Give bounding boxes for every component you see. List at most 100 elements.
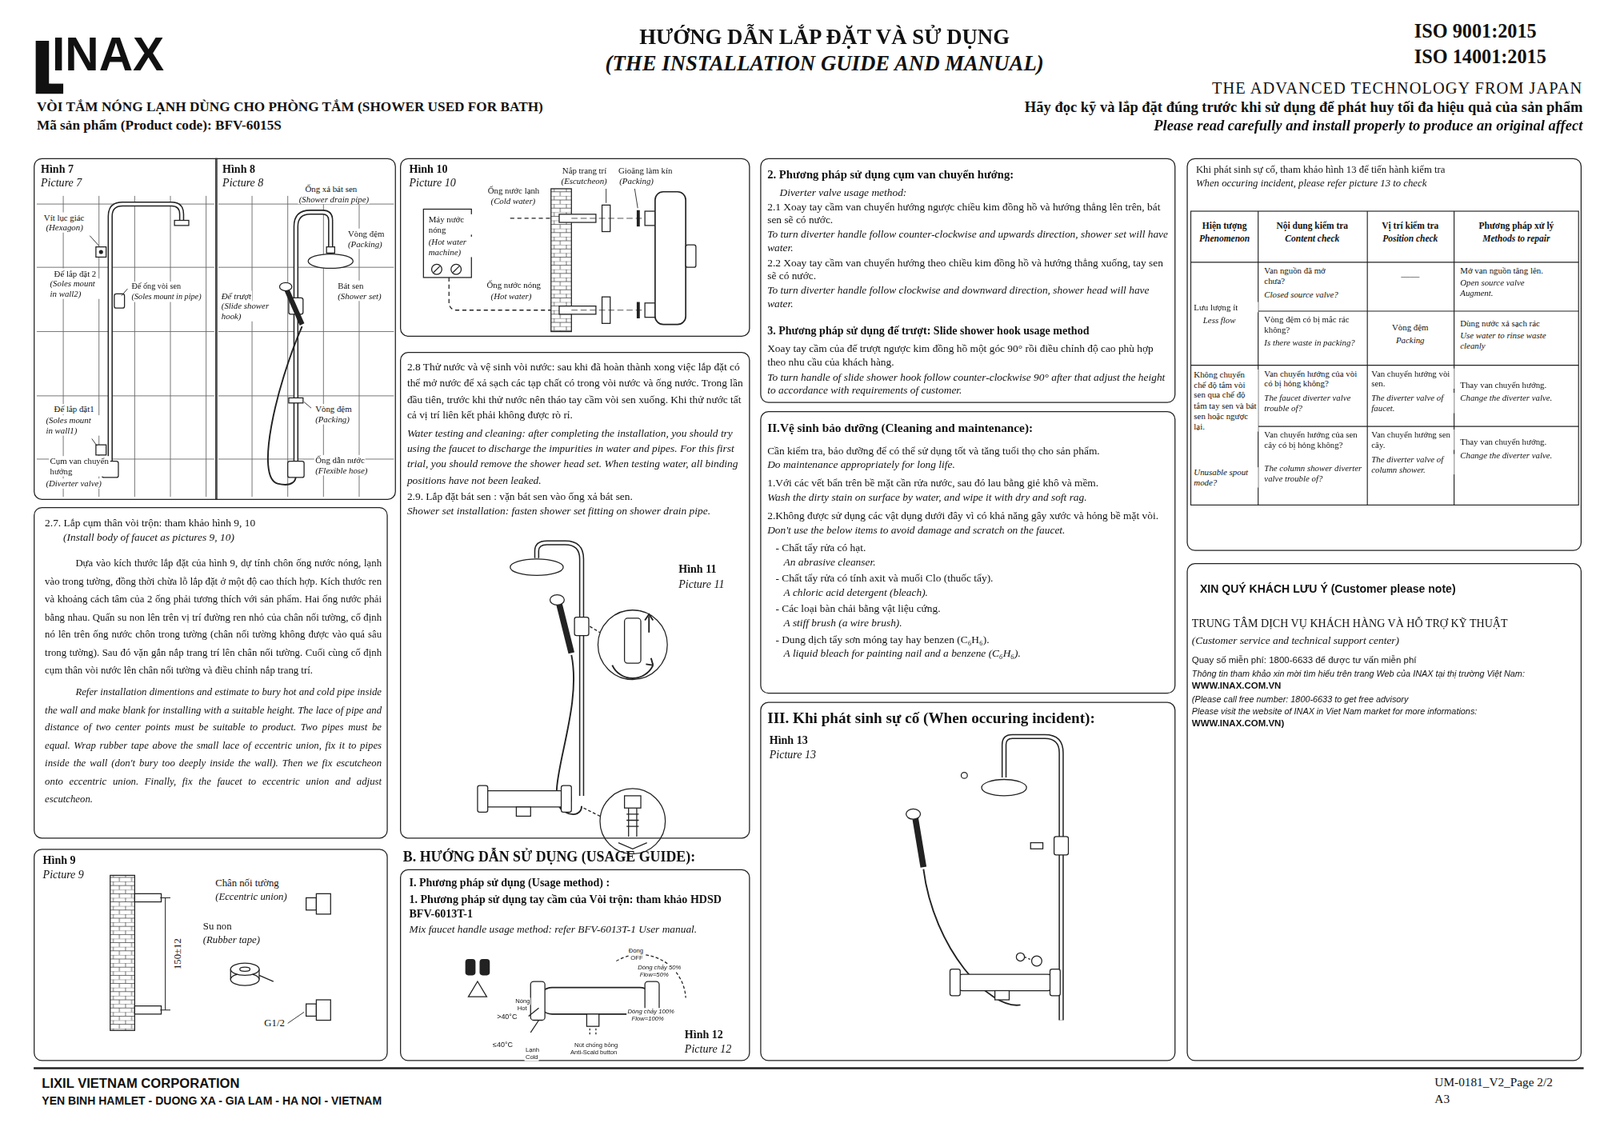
callout-label: Hiện tượng <box>1201 220 1248 232</box>
picture-9-drawing-part <box>110 875 136 1031</box>
panel-text: WWW.INAX.COM.VN) <box>1192 718 1578 730</box>
callout-label: >40°C <box>496 1013 519 1023</box>
footer-rule-part <box>33 1067 1584 1070</box>
callout-label: Change the diverter valve. <box>1459 392 1576 404</box>
panel-text: Picture 11 <box>678 577 724 592</box>
callout-label: Đóng <box>627 948 644 956</box>
callout-label: Vít lục giác <box>43 212 86 223</box>
panel-text: Thông tin tham khảo xin mời tìm hiểu trê… <box>1192 668 1578 680</box>
picture-10-drawing <box>423 188 696 332</box>
tile-grid-part <box>205 196 207 497</box>
picture-10-drawing-part <box>685 244 696 268</box>
picture-9-drawing-part <box>164 897 166 1010</box>
picture-13-drawing-part <box>1032 956 1043 967</box>
callout-label: Nội dung kiểm tra <box>1275 220 1349 232</box>
shower-column-picture-7-part <box>99 250 104 255</box>
picture-13-drawing-part <box>995 991 1010 1000</box>
tile-grid-part <box>218 331 394 332</box>
panel-text: Dựa vào kích thước lắp đặt của hình 9, d… <box>44 554 382 680</box>
page-title: HƯỚNG DẪN LẮP ĐẶT VÀ SỬ DỤNG <box>639 24 1010 51</box>
callout-label: Vòng đệm có bị mắc rác không? <box>1263 314 1366 336</box>
panel-box: XIN QUÝ KHÁCH LƯU Ý (Customer please not… <box>1186 563 1582 1061</box>
picture-12-drawing-part <box>528 1008 540 1016</box>
panel-heading: II.Vệ sinh bảo dưỡng (Cleaning and maint… <box>767 420 1172 436</box>
panel-box: III. Khi phát sinh sự cố (When occuring … <box>760 702 1176 1062</box>
panel-text: (Install body of faucet as pictures 9, 1… <box>63 530 235 544</box>
picture-12-drawing-part <box>586 1014 599 1027</box>
panel-text: Diverter valve usage method: <box>779 185 907 200</box>
panel-text: Don't use the below items to avoid damag… <box>767 523 1172 537</box>
callout-label: Less flow <box>1202 315 1237 326</box>
callout-label: Lạnh <box>524 1047 541 1055</box>
panel-box: II.Vệ sinh bảo dưỡng (Cleaning and maint… <box>760 411 1176 694</box>
panel-text: - Chất tẩy rửa có tính axit và muối Clo … <box>775 571 1172 585</box>
picture-13-drawing-part <box>954 974 1057 991</box>
callout-label: (Flexible hose) <box>314 465 369 476</box>
trouble-table-grid-part <box>1258 310 1580 312</box>
callout-label: (THE INSTALLATION GUIDE AND MANUAL) <box>604 51 1045 77</box>
picture-9-drawing-part <box>160 897 171 899</box>
picture-9-drawing-part <box>160 1009 171 1011</box>
panel-text: Picture 10 <box>408 176 456 192</box>
picture-11-drawing-part <box>589 626 600 633</box>
panel-heading: 2. Phương pháp sử dụng cụm van chuyển hư… <box>767 167 1171 182</box>
callout-label: Closed source valve? <box>1263 289 1363 300</box>
shower-column-picture-7-part <box>174 220 189 226</box>
callout-label: Dòng chảy 100% <box>626 1008 676 1016</box>
panel-text: A chloric acid detergent (bleach). <box>784 585 1172 600</box>
panel-text: Please visit the website of INAX in Viet… <box>1192 706 1578 718</box>
callout-label: Đế lắp đặt 2 <box>52 268 97 279</box>
callout-label: Van chuyển hướng của vòi có bị hỏng khôn… <box>1263 368 1366 389</box>
callout-label: Vòng đệm <box>314 404 353 415</box>
picture-13-drawing-part <box>1024 956 1032 960</box>
panel-text: 2.2 Xoay tay cầm van chuyển hướng theo c… <box>767 256 1172 283</box>
panel-box: Hình 7Picture 7 <box>33 158 218 500</box>
callout-label: 150±12 <box>171 937 184 971</box>
callout-label: Van nguồn đã mở chưa? <box>1263 265 1337 287</box>
picture-13-drawing-part <box>1016 952 1024 961</box>
picture-13-drawing-part <box>1030 843 1043 850</box>
picture-11-drawing-part <box>536 543 582 796</box>
callout-label: Vòng đệm <box>347 228 386 240</box>
picture-13-drawing-part <box>915 818 924 868</box>
picture-13-drawing-part <box>1054 836 1069 856</box>
tile-grid-part <box>323 196 324 497</box>
panel-text: I. Phương pháp sử dụng (Usage method) : <box>408 876 746 892</box>
picture-11-drawing-part <box>618 843 648 850</box>
callout-label: (Packing) <box>618 175 655 186</box>
callout-label: Hot <box>516 1004 528 1012</box>
callout-label: The column shower diverter valve trouble… <box>1263 463 1366 484</box>
panel-text: Picture 9 <box>43 868 84 883</box>
picture-9-drawing-part <box>134 1006 161 1015</box>
picture-12-drawing <box>465 954 687 1037</box>
callout-label: (Packing) <box>347 238 384 249</box>
callout-label: Su non <box>202 920 233 933</box>
footer-rule <box>33 1068 1584 1069</box>
picture-11-drawing-part <box>510 559 564 576</box>
callout-label: Nắp trang trí <box>561 165 608 176</box>
panel-text: Water testing and cleaning: after comple… <box>407 425 746 488</box>
callout-label: Content check <box>1284 233 1340 245</box>
trouble-table-grid-part <box>1191 211 1580 505</box>
picture-11-drawing-part <box>645 658 653 666</box>
tile-grid-part <box>170 196 172 497</box>
picture-10-drawing-part <box>452 266 460 273</box>
callout-label: Nút chống bỏng <box>573 1041 620 1049</box>
panel-text: Refer installation dimentions and estima… <box>44 682 382 808</box>
panel-heading: 2.7. Lắp cụm thân vòi trộn: tham khảo hì… <box>44 516 382 530</box>
callout-label: Is there waste in packing? <box>1263 337 1366 348</box>
tile-grid-part <box>134 196 136 497</box>
panel-heading: Hình 10 <box>408 162 448 177</box>
picture-10-drawing-part <box>448 277 552 311</box>
tile-grid-part <box>218 267 394 268</box>
panel-box: Hình 8Picture 8 <box>215 158 396 500</box>
picture-11-drawing-part <box>516 807 531 816</box>
picture-13-drawing-part <box>1050 969 1061 996</box>
panel-text: Picture 8 <box>222 176 264 192</box>
shower-column-picture-8-part <box>304 402 312 409</box>
callout-label: Đế trượt <box>220 291 253 302</box>
callout-label: THE ADVANCED TECHNOLOGY FROM JAPAN <box>1211 78 1584 98</box>
picture-9-drawing-part <box>288 1012 304 1024</box>
callout-label: Bát sen <box>336 280 365 292</box>
shower-column-picture-8-part <box>288 461 304 478</box>
